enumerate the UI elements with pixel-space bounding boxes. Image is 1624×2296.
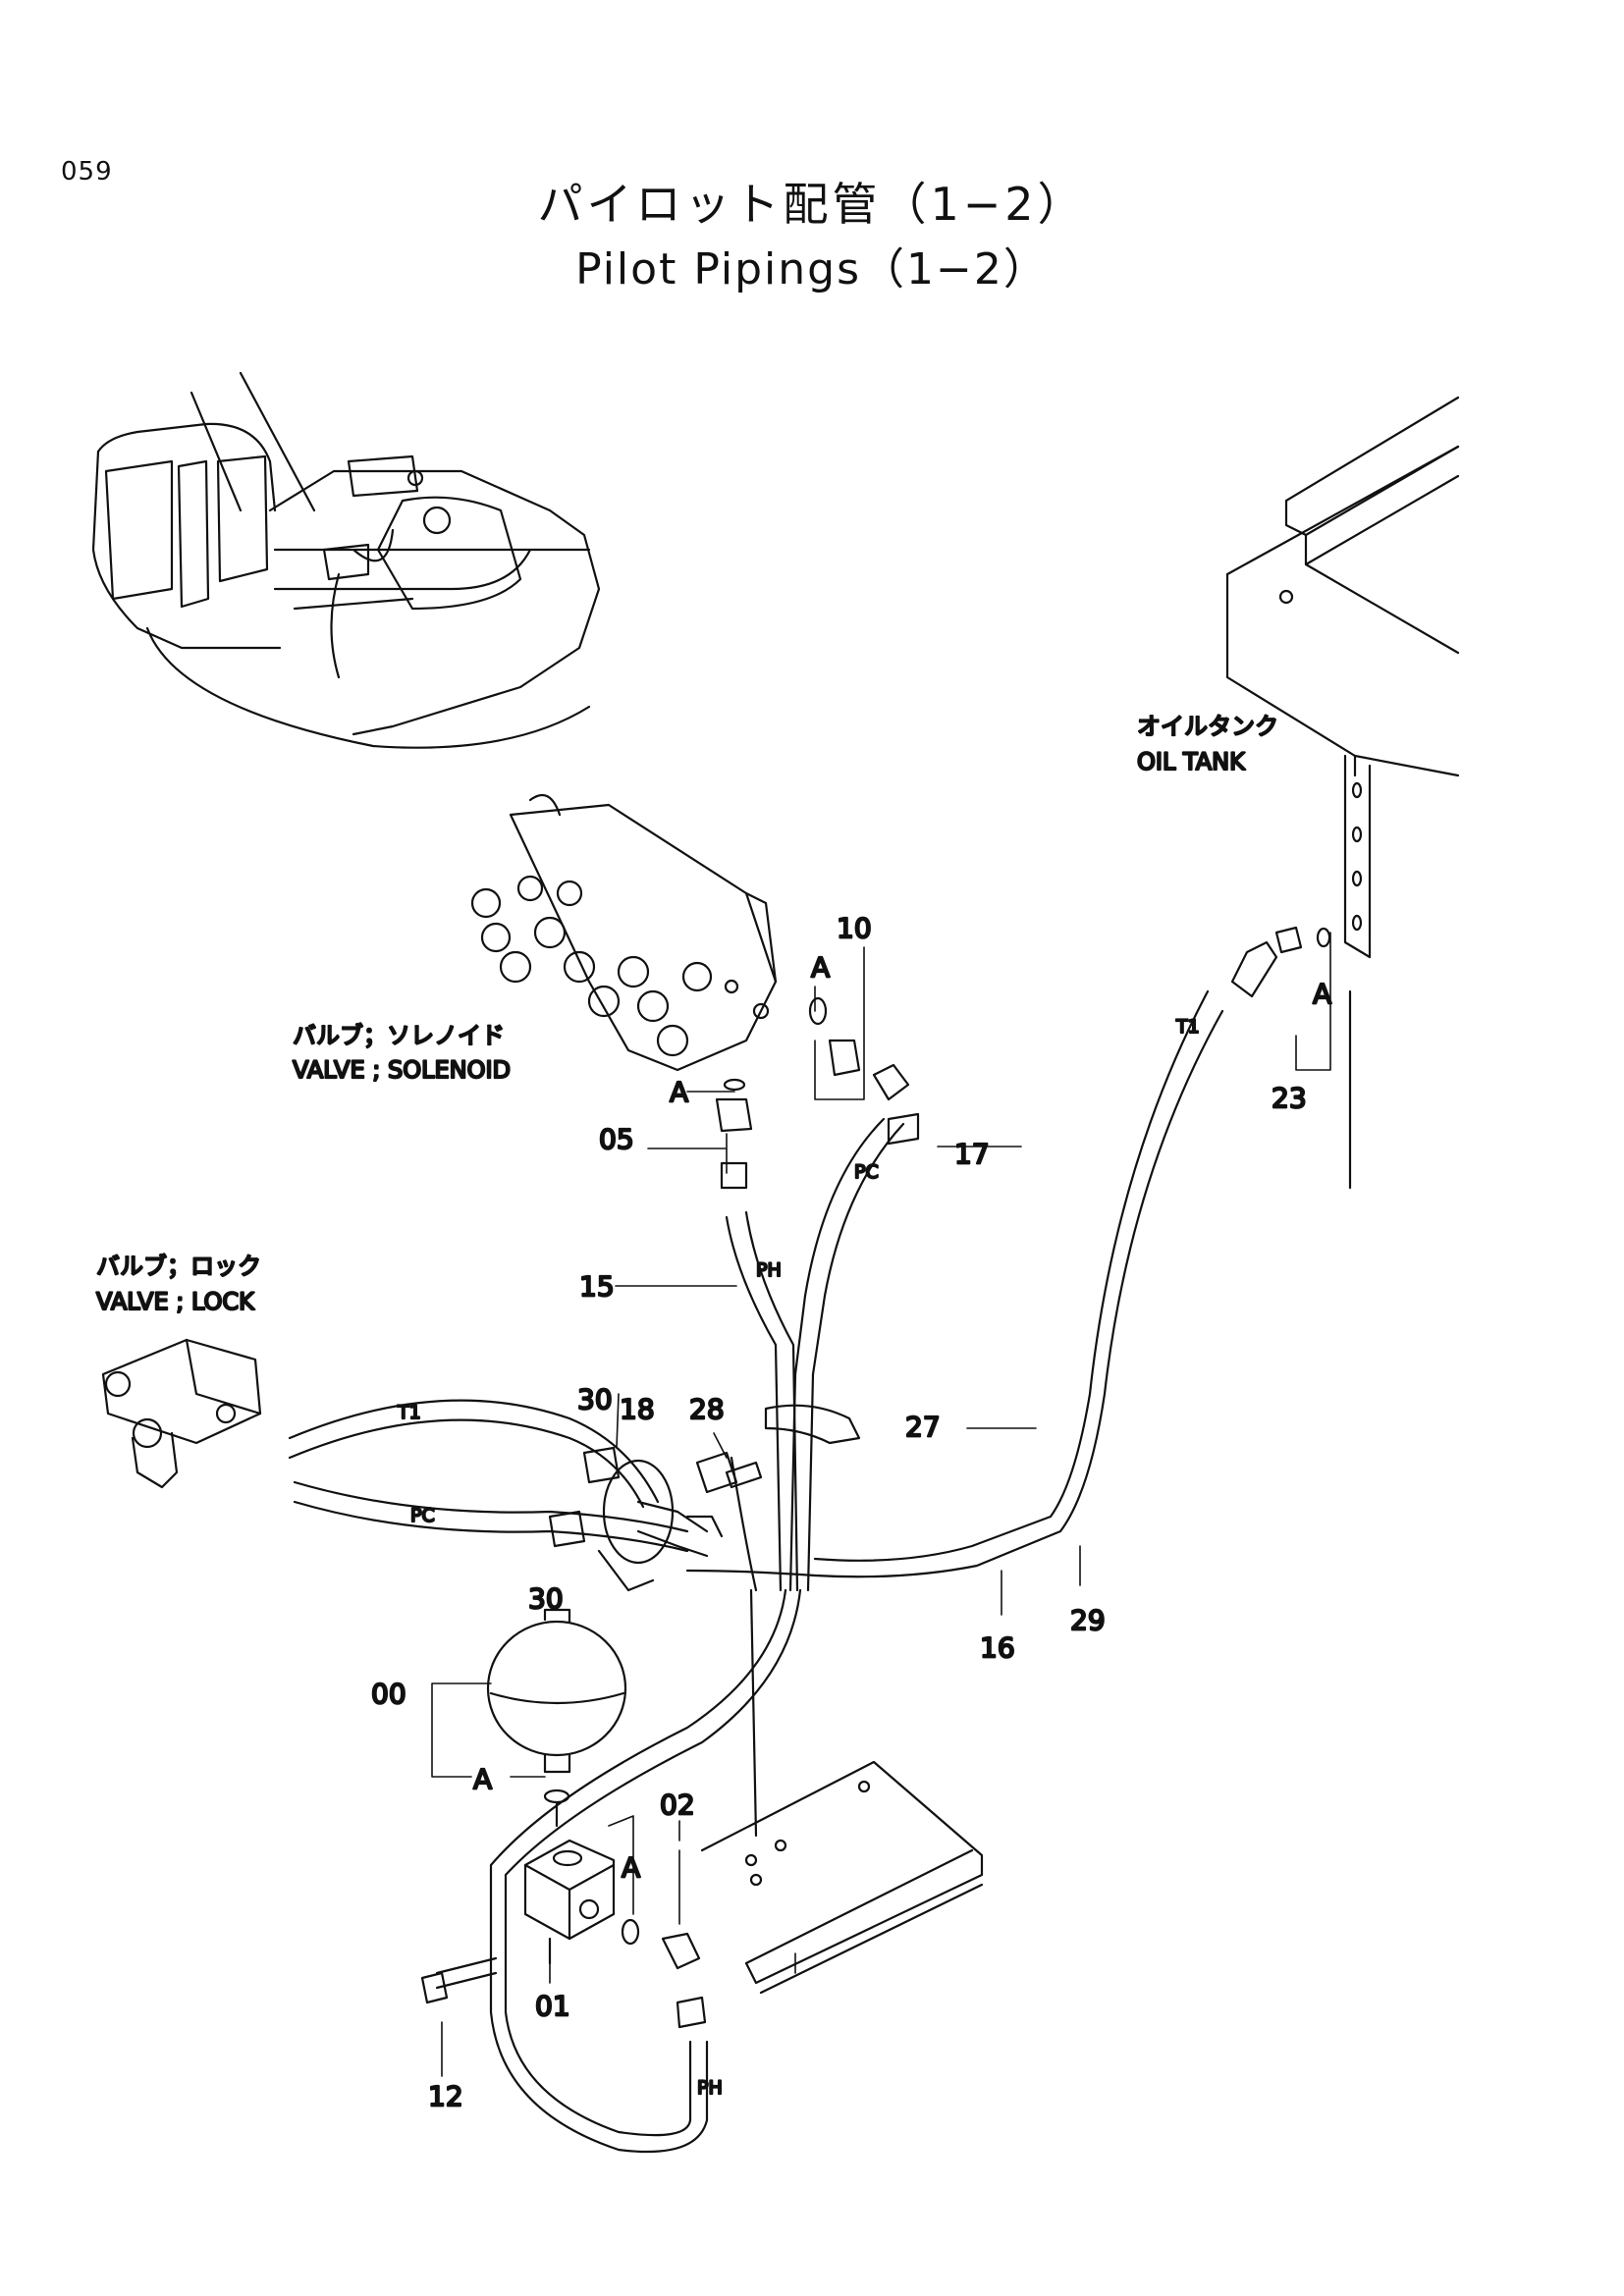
- lock-valve-label-jp: バルブ；ロック: [96, 1253, 261, 1280]
- solenoid-valve-drawing: [470, 793, 778, 1072]
- port-tag-pc-lock: PC: [410, 1505, 435, 1526]
- part-number-27: 27: [905, 1411, 941, 1443]
- part-number-00: 00: [371, 1678, 406, 1710]
- lock-valve-drawing: [101, 1338, 262, 1489]
- leader-lines: [431, 932, 1331, 2077]
- excavator-overview: [91, 371, 601, 749]
- part-number-23: 23: [1272, 1082, 1307, 1114]
- part-number-01: 01: [535, 1990, 570, 2022]
- part-number-16: 16: [980, 1631, 1015, 1664]
- solenoid-valve-label-jp: バルブ；ソレノイド: [293, 1022, 505, 1049]
- part-number-29: 29: [1070, 1604, 1106, 1636]
- title-japanese: パイロット配管（1−2）: [537, 178, 1087, 231]
- port-tag-t1-tank: T1: [1175, 1016, 1200, 1038]
- oil-tank-label-jp: オイルタンク: [1137, 713, 1278, 740]
- marker-a-block: A: [622, 1851, 640, 1884]
- part-number-05: 05: [599, 1123, 634, 1155]
- port-tag-ph-block: PH: [697, 2077, 723, 2099]
- part-number-12: 12: [428, 2080, 463, 2112]
- lock-valve-label-en: VALVE ; LOCK: [96, 1288, 255, 1315]
- solenoid-valve-label-en: VALVE ; SOLENOID: [293, 1056, 511, 1084]
- fittings: [420, 926, 1331, 2029]
- oil-tank-label-en: OIL TANK: [1137, 748, 1246, 775]
- marker-a-accumulator: A: [473, 1763, 492, 1795]
- marker-a-fitting-23: A: [1313, 978, 1331, 1010]
- part-number-28: 28: [689, 1393, 725, 1425]
- port-tag-t1-lock: T1: [397, 1402, 421, 1423]
- bracket-plate-drawing: [700, 1760, 984, 1995]
- marker-a-fitting-05: A: [670, 1076, 688, 1108]
- part-number-15: 15: [579, 1270, 615, 1303]
- part-number-10: 10: [837, 912, 872, 944]
- marker-a-fitting-10: A: [811, 951, 830, 984]
- port-tag-ph-solenoid: PH: [756, 1259, 782, 1281]
- port-tag-pc-solenoid: PC: [854, 1161, 879, 1183]
- title-english: Pilot Pipings（1−2）: [575, 244, 1049, 294]
- part-number-02: 02: [660, 1789, 695, 1821]
- oil-tank-drawing: [1225, 396, 1460, 1190]
- part-number-17: 17: [954, 1138, 990, 1170]
- part-number-30-upper: 30: [577, 1383, 613, 1415]
- page-number: 059: [61, 157, 113, 187]
- part-number-30-lower: 30: [528, 1582, 564, 1615]
- accumulator-drawing: [486, 1608, 627, 1828]
- part-number-18: 18: [620, 1393, 655, 1425]
- block-01-drawing: [523, 1839, 640, 1965]
